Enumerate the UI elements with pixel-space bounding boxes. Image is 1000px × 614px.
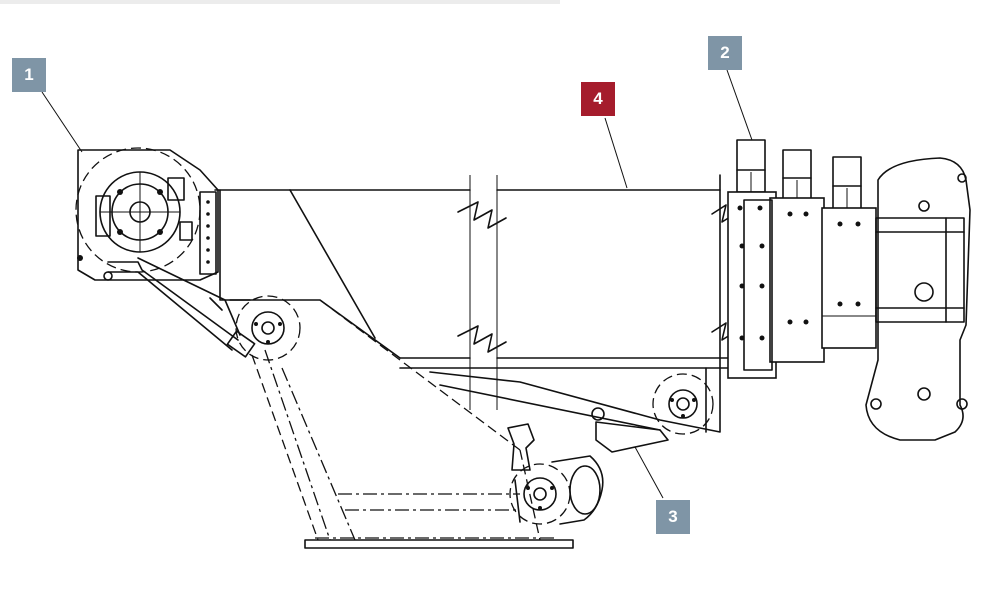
boom-support-wheel: [591, 373, 714, 453]
callout-1: 1: [12, 58, 46, 92]
top-strip: [0, 0, 560, 4]
callout-2: 2: [708, 36, 742, 70]
base-frame: [219, 189, 721, 433]
lower-drive-assembly: [507, 423, 604, 525]
telescopic-sections: [727, 139, 877, 379]
end-cap-head: [865, 157, 971, 441]
leader-lines: [41, 69, 753, 499]
main-boom: [214, 174, 739, 410]
callout-3: 3: [656, 500, 690, 534]
lower-frame-dashed: [251, 299, 555, 541]
left-head-assembly: [75, 147, 256, 358]
upper-pivot-wheel: [235, 295, 301, 361]
ground-plate: [304, 539, 574, 549]
callout-4: 4: [581, 82, 615, 116]
